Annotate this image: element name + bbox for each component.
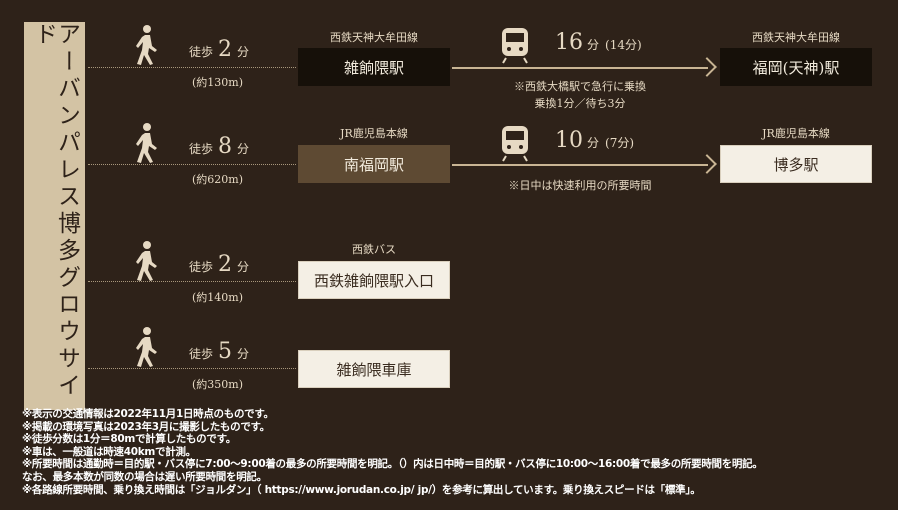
footnote-line: ※車は、一般道は時速40kmで計測。	[22, 445, 196, 458]
station-box-hakata: 博多駅	[720, 145, 872, 183]
dotted-connector	[88, 281, 296, 282]
arrow-head	[697, 154, 717, 174]
dotted-connector	[88, 164, 296, 165]
footnote-line: ※表示の交通情報は2022年11月1日時点のものです。	[22, 408, 274, 420]
footnote-line: ※所要時間は通勤時＝目的駅・バス停に7:00～9:00着の最多の所要時間を明記。…	[22, 458, 763, 471]
line-label: 西鉄天神大牟田線	[330, 31, 418, 44]
walking-person-icon	[136, 25, 157, 65]
property-title: アーバンパレス博多グロウサイド	[30, 22, 80, 400]
line-label: JR鹿児島本線	[340, 127, 408, 140]
dotted-connector	[88, 67, 296, 68]
footnote-line: ※徒歩分数は1分＝80mで計算したものです。	[22, 433, 236, 446]
station-box-zasshonokuma: 雑餉隈駅	[298, 48, 450, 86]
footnote-line: ※掲載の環境写真は2023年3月に撮影したものです。	[22, 420, 270, 433]
walk-distance: (約140m)	[192, 291, 244, 304]
route-arrow	[452, 67, 708, 69]
rapid-note: ※日中は快速利用の所要時間	[508, 179, 652, 192]
walk-distance: (約620m)	[192, 173, 244, 186]
arrow-head	[697, 57, 717, 77]
footnote-line: ※各路線所要時間、乗り換え時間は「ジョルダン」（ https://www.jor…	[22, 483, 701, 496]
station-box-minami-fukuoka: 南福岡駅	[298, 145, 450, 183]
route-arrow	[452, 164, 708, 166]
station-box-fukuoka-tenjin: 福岡(天神)駅	[720, 48, 872, 86]
walking-person-icon	[136, 327, 157, 367]
walk-distance: (約130m)	[192, 76, 244, 89]
train-icon	[502, 28, 528, 64]
dest-line-label: JR鹿児島本線	[762, 127, 830, 140]
line-label: 西鉄バス	[352, 243, 396, 256]
footnotes: ※表示の交通情報は2022年11月1日時点のものです。 ※掲載の環境写真は202…	[22, 408, 763, 496]
title-box: アーバンパレス博多グロウサイド	[24, 22, 85, 410]
walking-person-icon	[136, 123, 157, 163]
footnote-line: なお、最多本数が同数の場合は遅い所要時間を明記。	[22, 470, 267, 483]
transfer-note: ※西鉄大橋駅で急行に乗換 乗換1分／待ち3分	[514, 80, 646, 110]
walking-person-icon	[136, 241, 157, 281]
bus-stop-box: 雑餉隈車庫	[298, 350, 450, 388]
bus-stop-box: 西鉄雑餉隈駅入口	[298, 261, 450, 299]
walk-distance: (約350m)	[192, 378, 244, 391]
dest-line-label: 西鉄天神大牟田線	[752, 31, 840, 44]
train-icon	[502, 126, 528, 162]
dotted-connector	[88, 368, 296, 369]
